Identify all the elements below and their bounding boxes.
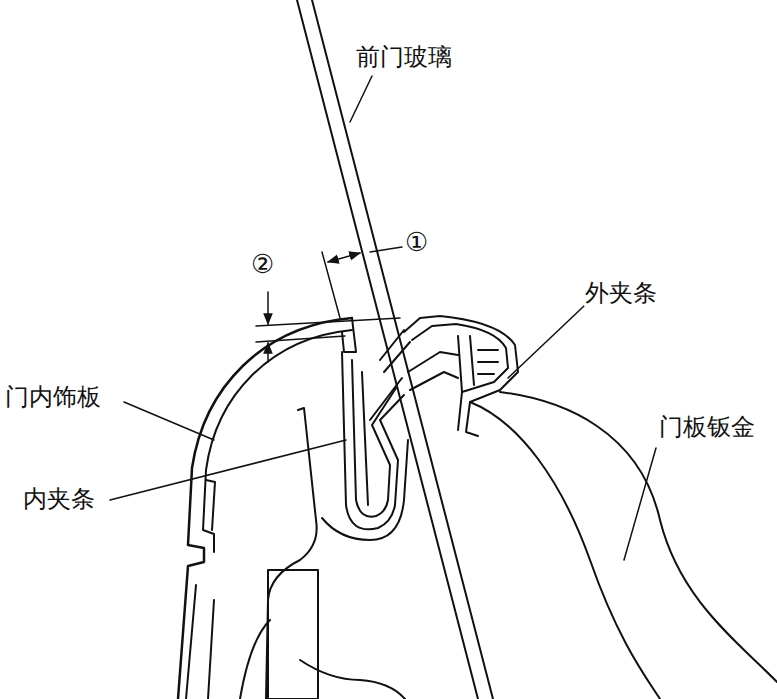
inner-clip [352, 360, 396, 517]
callout-number: ② [250, 250, 275, 279]
leader-line [508, 306, 584, 378]
inner-panel [240, 620, 405, 699]
leader-line [370, 247, 402, 252]
inner-part [268, 570, 318, 699]
inner-clip [342, 352, 404, 529]
inner-panel [322, 440, 408, 540]
glass-edge [312, 0, 493, 699]
door-sheet-metal [500, 392, 777, 682]
leader-line [110, 440, 346, 500]
trim-panel [186, 585, 214, 699]
trim-panel [203, 330, 352, 552]
dimension-arrow [267, 343, 269, 362]
trim-panel [206, 480, 215, 530]
dimension-arrow [328, 253, 360, 262]
part-label: 内夹条 [22, 486, 96, 512]
dimension-arrow [267, 292, 269, 324]
leader-line [350, 76, 372, 122]
leader-line [124, 402, 214, 440]
inner-panel [266, 408, 317, 699]
trim-panel [178, 318, 352, 699]
extension-line [256, 318, 400, 342]
trim-panel [342, 318, 356, 352]
leader-line [624, 448, 656, 560]
part-label: 前门玻璃 [355, 44, 453, 70]
door-sheet-metal [470, 402, 660, 699]
part-label: 门内饰板 [4, 384, 102, 410]
glass-edge [297, 0, 478, 699]
inner-clip [362, 330, 410, 505]
outer-clip [408, 352, 458, 390]
part-label: 门板钣金 [658, 414, 756, 440]
outer-clip [404, 316, 518, 436]
outer-clip [458, 336, 498, 392]
callout-number: ① [404, 228, 429, 257]
part-label: 外夹条 [584, 280, 658, 306]
